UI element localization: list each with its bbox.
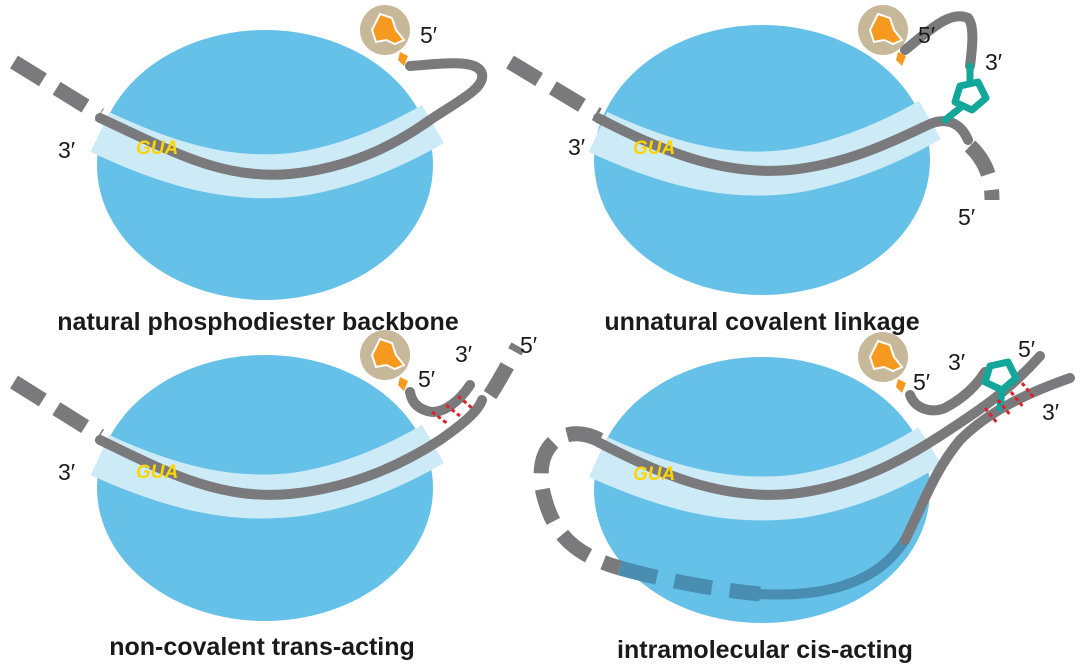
ligand-anchor-icon	[896, 52, 906, 66]
oligo-strand	[900, 11, 978, 71]
panel-intramolecular: GUA 5′ 3′ 5′ 3′ intramolecular cis-actin…	[533, 332, 1075, 664]
label-5prime-top: 5′	[918, 22, 935, 48]
ligand	[360, 5, 410, 66]
base-pairs	[431, 394, 473, 426]
label-3prime-linker: 3′	[985, 49, 1002, 75]
label-5prime-ligand: 5′	[913, 369, 930, 395]
label-5prime-bottom: 5′	[958, 204, 975, 230]
loop-dashed	[533, 426, 623, 576]
mrna-strand	[95, 58, 488, 180]
caption-natural: natural phosphodiester backbone	[57, 308, 459, 336]
oligo-dashed	[483, 342, 525, 400]
base-pair	[1009, 391, 1026, 409]
ligand-anchor-icon	[398, 377, 408, 391]
base-pairs	[983, 382, 1037, 425]
base-pair	[445, 403, 461, 418]
guide-motif: GUA	[633, 138, 675, 159]
return-strand-hidden	[755, 535, 910, 600]
ligand-anchor-icon	[896, 379, 906, 393]
label-3prime-hairpin: 3′	[455, 341, 472, 367]
linker-bond	[996, 386, 1006, 412]
label-5prime-top: 5′	[1018, 336, 1035, 362]
loop-dashed-hidden	[617, 560, 761, 602]
ligand	[858, 5, 908, 66]
base-pair	[983, 407, 1000, 425]
ligand	[858, 332, 908, 393]
mrna-dashed-downstream	[964, 140, 1000, 201]
guide-motif: GUA	[136, 138, 178, 159]
label-5prime-ligand: 5′	[418, 366, 435, 392]
caption-intramolecular: intramolecular cis-acting	[617, 636, 913, 664]
return-strand	[900, 373, 1075, 545]
base-pair	[1020, 382, 1037, 400]
linker	[981, 358, 1020, 412]
mrna-dashed-tail	[506, 55, 602, 122]
guide-motif: GUA	[136, 462, 178, 483]
base-pair	[457, 394, 473, 410]
ligand-icon	[868, 339, 904, 373]
mrna-dashed-tail	[10, 55, 104, 122]
base-pair	[996, 399, 1013, 417]
triazole-icon	[951, 78, 990, 114]
caption-unnatural: unnatural covalent linkage	[604, 308, 919, 336]
panel-non-covalent: GUA 3′ 5′ 3′ 5′ non-covalent trans-actin…	[10, 330, 537, 661]
label-3prime: 3′	[58, 137, 75, 163]
panel-natural-backbone: GUA 3′ 5′ natural phosphodiester backbon…	[10, 5, 488, 336]
panel-unnatural-linkage: GUA 3′ 5′ 3′ 5′ unnatural covalent linka…	[506, 5, 1002, 336]
label-5prime-oligo: 5′	[520, 332, 537, 358]
triazole-icon	[981, 358, 1020, 394]
label-3prime-left: 3′	[568, 134, 585, 160]
ligand-icon	[370, 337, 406, 371]
label-5prime: 5′	[420, 22, 437, 48]
label-3prime-top: 3′	[948, 349, 965, 375]
mrna-dashed-tail	[10, 375, 104, 443]
mrna-strand	[95, 395, 487, 500]
linker	[941, 62, 990, 124]
mrna-strand	[593, 351, 1045, 500]
caption-non-covalent: non-covalent trans-acting	[109, 633, 415, 661]
label-3prime-left: 3′	[58, 459, 75, 485]
ligand-icon	[370, 12, 406, 46]
ligand	[360, 330, 410, 391]
base-pair	[431, 410, 449, 426]
ligand-icon	[868, 12, 904, 46]
linker-bond-bottom	[941, 104, 964, 124]
label-3prime-right: 3′	[1042, 399, 1059, 425]
guide-motif: GUA	[633, 464, 675, 485]
ligand-anchor-icon	[398, 52, 408, 66]
ligand-strand	[905, 367, 990, 416]
